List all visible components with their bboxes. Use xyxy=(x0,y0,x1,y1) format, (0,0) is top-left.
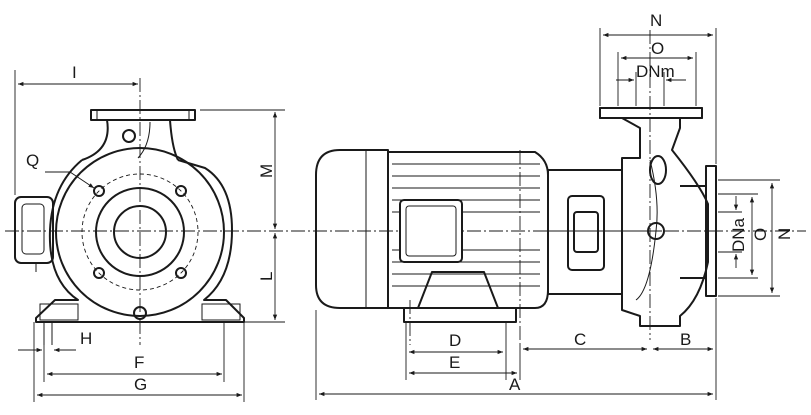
dimensions xyxy=(14,28,780,402)
motor-base xyxy=(403,307,517,323)
label-F: F xyxy=(134,353,144,372)
label-H: H xyxy=(80,329,92,348)
label-DNm: DNm xyxy=(636,62,675,81)
front-view xyxy=(14,78,245,345)
label-DNa: DNa xyxy=(729,217,748,252)
side-discharge-flange xyxy=(599,107,703,119)
motor-foot xyxy=(417,271,499,309)
label-N-top: N xyxy=(650,11,662,30)
label-Q: Q xyxy=(26,151,39,170)
side-view xyxy=(315,30,717,345)
label-G: G xyxy=(134,375,147,394)
side-suction-flange xyxy=(705,165,717,297)
motor-fan-cover xyxy=(315,149,389,309)
front-discharge-neck-left xyxy=(81,119,109,161)
label-O-top: O xyxy=(651,39,664,58)
label-O-right: O xyxy=(751,228,770,241)
label-D: D xyxy=(449,331,461,350)
front-bolt-holes xyxy=(93,129,187,320)
front-discharge-flange xyxy=(90,109,196,121)
label-I: I xyxy=(72,63,77,82)
label-M: M xyxy=(257,164,276,178)
front-discharge-neck-right xyxy=(169,119,179,161)
label-A: A xyxy=(509,375,521,394)
label-E: E xyxy=(449,353,460,372)
front-side-boss xyxy=(14,196,54,264)
terminal-box xyxy=(399,199,463,263)
front-volute-casing xyxy=(35,159,245,323)
lantern-bracket xyxy=(547,169,623,295)
label-N-right: N xyxy=(775,228,794,240)
label-B: B xyxy=(680,330,691,349)
label-C: C xyxy=(574,330,586,349)
dimension-labels: I Q M L H F G N O DNm DNa O N D E C B A xyxy=(26,11,794,394)
label-L: L xyxy=(257,272,276,281)
